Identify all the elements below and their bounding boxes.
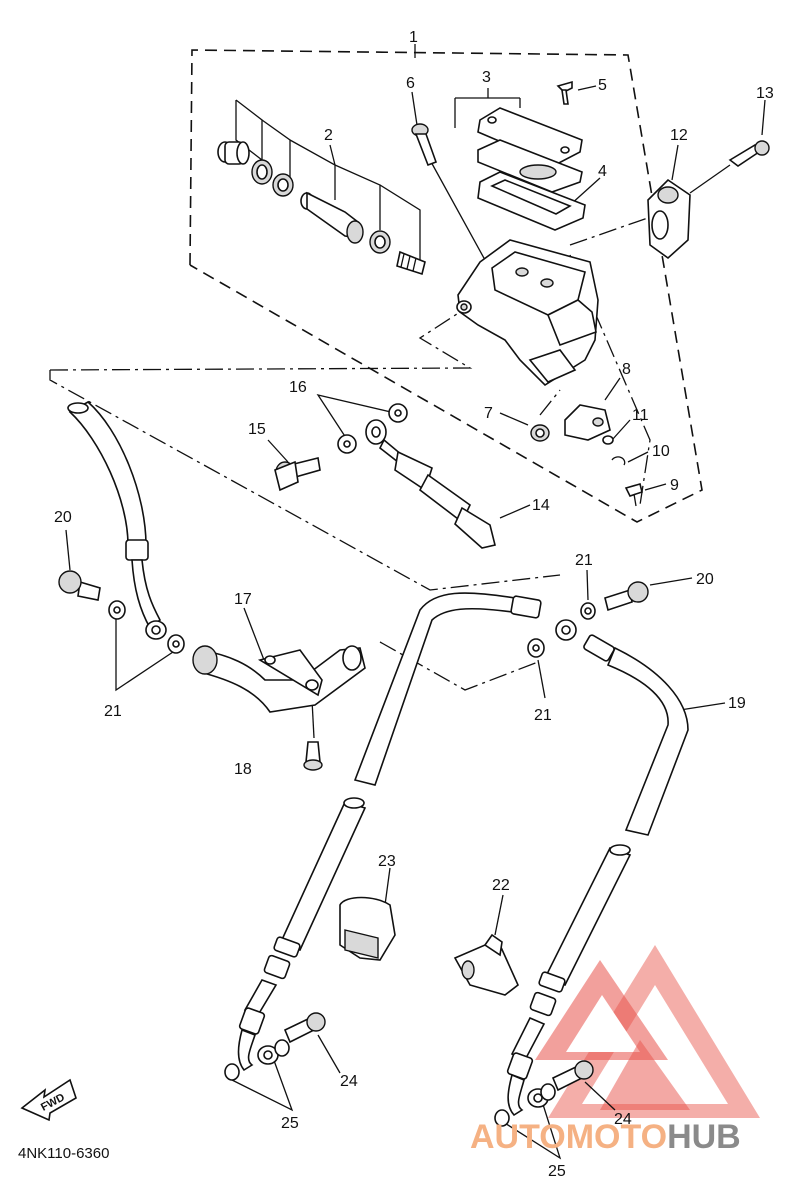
watermark-brand-part1: AUTOMOTO xyxy=(470,1118,667,1156)
callout-10: 10 xyxy=(652,443,670,460)
watermark-text: AUTOMOTOHUB xyxy=(470,1118,741,1156)
reservoir-cap-parts xyxy=(477,80,586,231)
banjo-bolt-washers-upper xyxy=(274,403,408,492)
callout-6: 6 xyxy=(406,75,415,92)
master-cylinder-body xyxy=(456,239,599,387)
callout-13: 13 xyxy=(756,85,774,102)
callout-25-left: 25 xyxy=(281,1115,299,1132)
callout-24-right: 24 xyxy=(614,1111,632,1128)
automotohub-logo-watermark xyxy=(535,945,760,1118)
callout-4: 4 xyxy=(598,163,607,180)
callout-19: 19 xyxy=(728,695,746,712)
hose-clips xyxy=(339,896,519,996)
callout-14: 14 xyxy=(532,497,550,514)
callout-15: 15 xyxy=(248,421,266,438)
callout-22: 22 xyxy=(492,877,510,894)
callout-20-left: 20 xyxy=(54,509,72,526)
callout-3: 3 xyxy=(482,69,491,86)
callout-20-right: 20 xyxy=(696,571,714,588)
callout-9: 9 xyxy=(670,477,679,494)
banjo-bolts-washers xyxy=(58,570,649,658)
brake-switch-parts xyxy=(530,404,643,507)
callout-7: 7 xyxy=(484,405,493,422)
callout-16: 16 xyxy=(289,379,307,396)
brake-hose-19 xyxy=(353,592,689,836)
callout-24-left: 24 xyxy=(340,1073,358,1090)
callout-5: 5 xyxy=(598,77,607,94)
drawing-code: 4NK110-6360 xyxy=(18,1145,109,1162)
callout-23: 23 xyxy=(378,853,396,870)
hose-guide-bolts-24 xyxy=(283,1012,594,1092)
callout-21-top: 21 xyxy=(575,552,593,569)
handlebar-clamp xyxy=(647,140,770,260)
callout-17: 17 xyxy=(234,591,252,608)
callout-11: 11 xyxy=(632,407,649,424)
watermark-brand-part2: HUB xyxy=(667,1118,741,1156)
callout-8: 8 xyxy=(622,361,631,378)
callout-numbers: 1 2 3 4 5 6 7 8 9 10 11 12 13 14 15 16 1… xyxy=(54,29,774,1180)
pivot-screw-6 xyxy=(411,123,438,167)
brake-pipe-joint-17 xyxy=(192,645,366,771)
brake-hose-right-lower xyxy=(494,844,632,1127)
callout-25-right: 25 xyxy=(548,1163,566,1180)
callout-1: 1 xyxy=(409,29,418,46)
forward-arrow-icon: FWD xyxy=(20,1078,77,1122)
brake-hose-fitting-14 xyxy=(365,419,496,549)
callout-21-bottom: 21 xyxy=(534,707,552,724)
assembly-boundary-dashed xyxy=(189,49,703,523)
callout-2: 2 xyxy=(324,127,333,144)
brake-hose-left-lower xyxy=(224,797,367,1081)
callout-12: 12 xyxy=(670,127,688,144)
piston-kit-parts xyxy=(217,141,426,276)
callout-18: 18 xyxy=(234,761,252,778)
callout-21-left: 21 xyxy=(104,703,122,720)
brake-hose-left-upper xyxy=(67,401,167,640)
